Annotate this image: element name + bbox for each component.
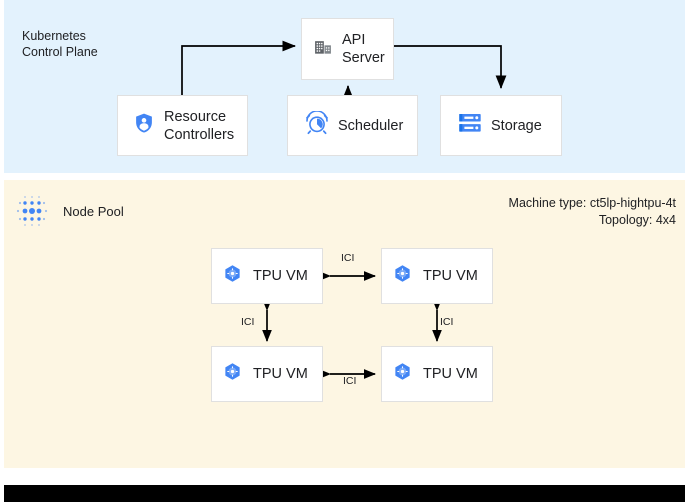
node-api-server[interactable]: API Server	[301, 18, 394, 80]
node-tpu-vm-3-label: TPU VM	[423, 366, 478, 382]
node-resource-controllers[interactable]: Resource Controllers	[117, 95, 248, 156]
node-pool-panel	[4, 180, 685, 468]
ici-label-left: ICI	[241, 316, 255, 328]
node-storage[interactable]: Storage	[440, 95, 562, 156]
node-tpu-vm-2[interactable]: TPU VM	[211, 346, 323, 402]
ici-label-bottom: ICI	[343, 375, 357, 387]
shield-person-icon	[133, 112, 155, 139]
control-plane-title: Kubernetes Control Plane	[22, 29, 98, 59]
node-tpu-vm-0-label: TPU VM	[253, 268, 308, 284]
machine-metadata: Machine type: ct5lp-hightpu-4t Topology:…	[509, 195, 676, 229]
building-icon	[313, 37, 333, 62]
tpu-hexagon-icon	[393, 264, 412, 288]
node-pool-title: Node Pool	[63, 204, 124, 219]
node-tpu-vm-2-label: TPU VM	[253, 366, 308, 382]
tpu-hexagon-icon	[393, 362, 412, 386]
tpu-hexagon-icon	[223, 264, 242, 288]
node-tpu-vm-0[interactable]: TPU VM	[211, 248, 323, 304]
machine-type-label: Machine type: ct5lp-hightpu-4t	[508, 196, 676, 210]
server-rack-icon	[458, 112, 482, 139]
dot-matrix-icon	[16, 196, 48, 226]
bottom-bar	[4, 485, 685, 502]
node-tpu-vm-1-label: TPU VM	[423, 268, 478, 284]
node-scheduler[interactable]: Scheduler	[287, 95, 418, 156]
node-api-server-label: API Server	[342, 32, 385, 66]
topology-label: Topology: 4x4	[598, 213, 676, 227]
node-storage-label: Storage	[491, 117, 542, 134]
ici-label-right: ICI	[440, 316, 454, 328]
node-scheduler-label: Scheduler	[338, 117, 404, 134]
node-tpu-vm-1[interactable]: TPU VM	[381, 248, 493, 304]
tpu-hexagon-icon	[223, 362, 242, 386]
ici-label-top: ICI	[341, 252, 355, 264]
node-tpu-vm-3[interactable]: TPU VM	[381, 346, 493, 402]
alarm-clock-icon	[305, 110, 329, 140]
node-resource-controllers-label: Resource Controllers	[164, 108, 235, 143]
